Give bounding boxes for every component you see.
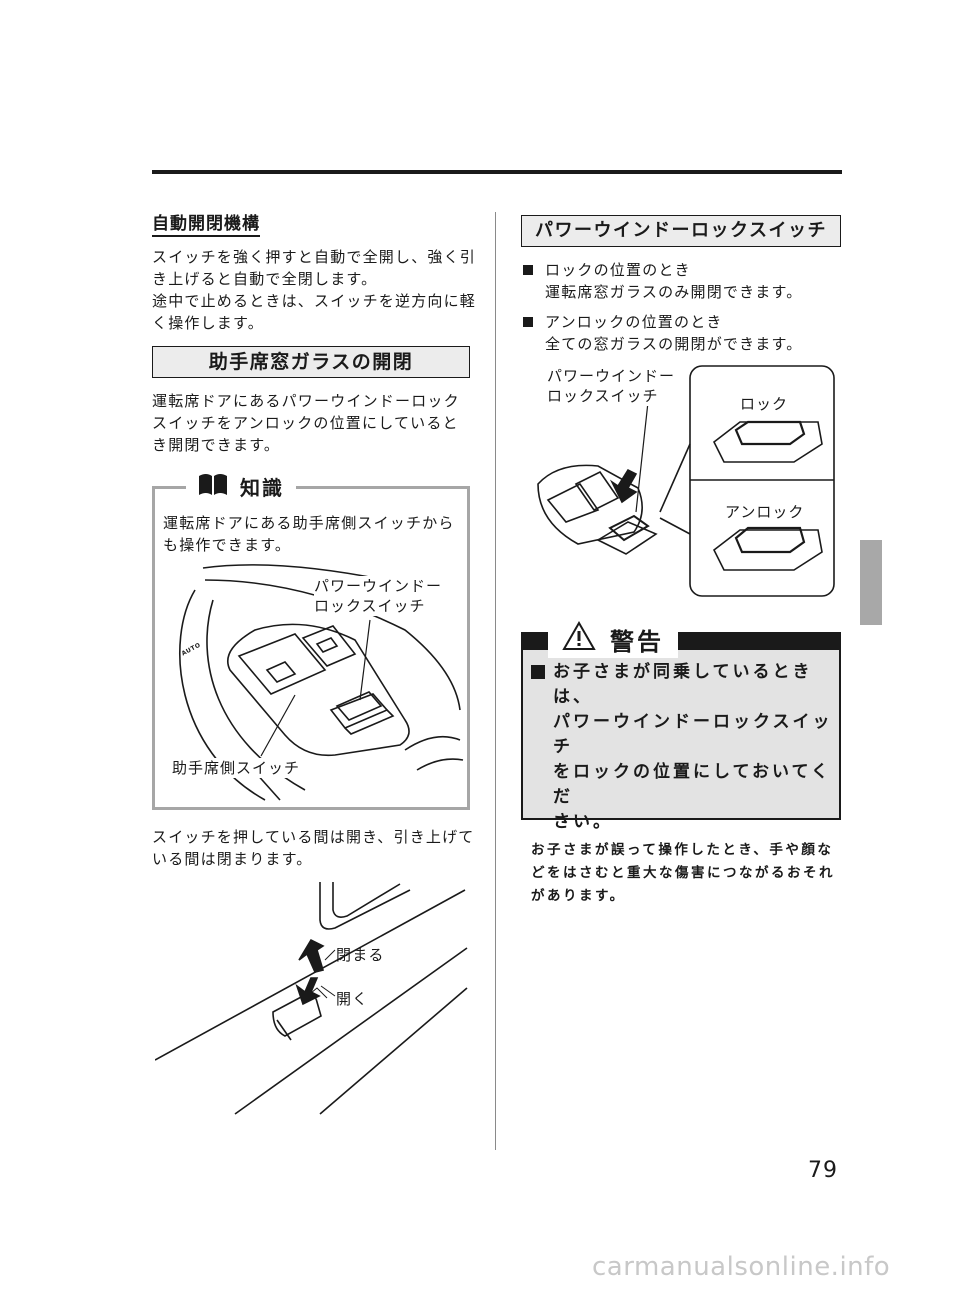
text-line: 運転席ドアにあるパワーウインドーロック: [152, 392, 460, 410]
text-line: も操作できます。: [163, 536, 292, 554]
auto-section-text: スイッチを強く押すと自動で全開し、強く引 き上げると自動で全閉します。 途中で止…: [152, 246, 487, 334]
open-label: 開く: [336, 990, 369, 1008]
unlock-position-label: アンロック: [725, 502, 805, 522]
close-label: 閉まる: [336, 946, 385, 964]
bullet-square: [531, 665, 545, 679]
warning-detail-line: どをはさむと重大な傷害につながるおそれ: [531, 865, 835, 881]
open-close-illustration: [155, 882, 468, 1115]
warning-line: お子さまが同乗しているときは、: [553, 662, 813, 707]
text-line: スイッチを強く押すと自動で全開し、強く引: [152, 248, 477, 266]
bullet-square: [523, 317, 533, 327]
warning-label: 警告: [548, 620, 678, 658]
passenger-switch-callout: 助手席側スイッチ: [172, 758, 301, 778]
text-line: き開閉できます。: [152, 436, 281, 454]
text-line: スイッチをアンロックの位置にしていると: [152, 414, 459, 432]
book-icon: [198, 472, 228, 501]
text-line: き上げると自動で全閉します。: [152, 270, 378, 288]
callout-line: パワーウインドー: [547, 367, 676, 385]
bullet-desc: 運転席窓ガラスのみ開閉できます。: [545, 283, 803, 301]
warning-content: お子さまが同乗しているときは、 パワーウインドーロックスイッチ をロックの位置に…: [531, 660, 837, 908]
bullet-unlock: アンロックの位置のとき 全ての窓ガラスの開閉ができます。: [521, 311, 841, 355]
knowledge-title: 知識: [240, 475, 284, 500]
callout-line: ロックスイッチ: [314, 597, 426, 615]
warning-detail-line: お子さまが誤って操作したとき、手や顔な: [531, 842, 834, 858]
warning-detail: お子さまが誤って操作したとき、手や顔な どをはさむと重大な傷害につながるおそれ …: [531, 839, 837, 908]
footer-watermark: carmanualsonline.info: [592, 1252, 891, 1282]
warning-line: パワーウインドーロックスイッチ: [553, 712, 833, 757]
bullet-desc: 全ての窓ガラスの開閉ができます。: [545, 335, 803, 353]
lock-switch-heading: パワーウインドーロックスイッチ: [521, 215, 841, 247]
warning-strong: お子さまが同乗しているときは、 パワーウインドーロックスイッチ をロックの位置に…: [531, 660, 837, 835]
lock-switch-callout: パワーウインドー ロックスイッチ: [314, 576, 443, 616]
door-switch-illustration: [179, 564, 464, 801]
text-line: いる間は閉まります。: [152, 850, 313, 868]
chapter-side-tab: [860, 540, 882, 625]
lock-bullets: ロックの位置のとき 運転席窓ガラスのみ開閉できます。 アンロックの位置のとき 全…: [521, 259, 841, 355]
callout-line: パワーウインドー: [314, 577, 443, 595]
text-line: スイッチを押している間は開き、引き上げて: [152, 828, 475, 846]
text-line: く操作します。: [152, 314, 264, 332]
lock-switch-callout-right: パワーウインドー ロックスイッチ: [547, 366, 676, 406]
passenger-window-text: 運転席ドアにあるパワーウインドーロック スイッチをアンロックの位置にしていると …: [152, 390, 487, 456]
warning-triangle-icon: [562, 620, 596, 657]
auto-section-heading: 自動開閉機構: [152, 214, 260, 237]
text-line: 運転席ドアにある助手席側スイッチから: [163, 514, 455, 532]
bullet-title: ロックの位置のとき: [545, 261, 691, 279]
bullet-title: アンロックの位置のとき: [545, 313, 723, 331]
bullet-lock: ロックの位置のとき 運転席窓ガラスのみ開閉できます。: [521, 259, 841, 303]
lock-switch-illustration: [537, 365, 835, 597]
lock-position-label: ロック: [740, 394, 789, 414]
warning-line: をロックの位置にしておいてくだ: [553, 762, 831, 807]
warning-title: 警告: [610, 627, 664, 656]
warning-box: [521, 632, 841, 820]
top-rule: [152, 170, 842, 174]
warning-line: さい。: [553, 812, 613, 832]
callout-line: ロックスイッチ: [547, 387, 659, 405]
knowledge-label: 知識: [186, 470, 296, 502]
passenger-window-heading: 助手席窓ガラスの開閉: [152, 346, 470, 378]
hold-text: スイッチを押している間は開き、引き上げて いる間は閉まります。: [152, 826, 487, 870]
text-line: 途中で止めるときは、スイッチを逆方向に軽: [152, 292, 477, 310]
warning-detail-line: があります。: [531, 888, 626, 904]
knowledge-text: 運転席ドアにある助手席側スイッチから も操作できます。: [163, 512, 463, 556]
page-number: 79: [808, 1158, 838, 1183]
auto-section: 自動開閉機構: [152, 213, 260, 237]
column-divider: [495, 212, 496, 1150]
bullet-square: [523, 265, 533, 275]
knowledge-box: [152, 486, 470, 810]
